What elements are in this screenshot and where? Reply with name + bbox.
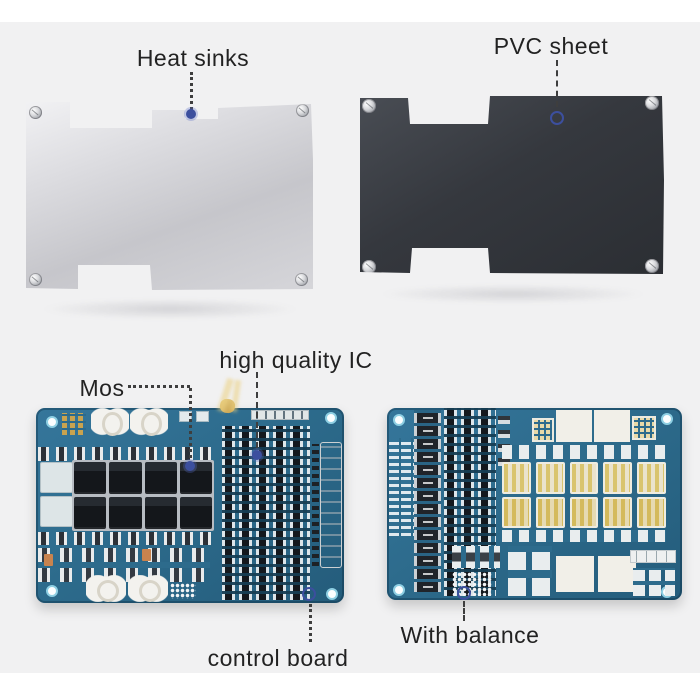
balance-pack-cell bbox=[569, 496, 599, 528]
flower-pad bbox=[556, 410, 592, 442]
orange-chip bbox=[44, 554, 53, 566]
pad-row-top bbox=[502, 445, 666, 459]
callout-line-with-balance bbox=[463, 601, 465, 621]
screw-icon bbox=[362, 260, 376, 274]
mounting-hole bbox=[326, 588, 338, 600]
mosfet-chip bbox=[74, 462, 107, 494]
balance-pack-cell bbox=[535, 462, 565, 494]
mounting-hole bbox=[661, 413, 673, 425]
balance-pack-cell bbox=[603, 496, 633, 528]
callout-line-mos-horizontal bbox=[128, 385, 190, 388]
orange-chip bbox=[142, 549, 151, 561]
screw-icon bbox=[29, 273, 42, 286]
mosfet-chip bbox=[144, 497, 177, 529]
screw-icon bbox=[645, 96, 659, 110]
marking-strip bbox=[251, 410, 309, 420]
screw-icon bbox=[296, 104, 309, 117]
balance-pack bbox=[502, 462, 531, 528]
screw-icon bbox=[29, 106, 42, 119]
callout-dot-with-balance bbox=[457, 586, 471, 600]
ic-bank bbox=[222, 426, 310, 600]
pad-square bbox=[196, 411, 209, 422]
label-high-quality-ic: high quality IC bbox=[219, 347, 373, 373]
mosfet-chip bbox=[179, 497, 212, 529]
solder-pad-large bbox=[130, 406, 168, 437]
screw-icon bbox=[645, 259, 659, 273]
label-control-board: control board bbox=[207, 645, 349, 671]
heat-sink-plate bbox=[26, 102, 313, 290]
callout-dot-high-quality-ic bbox=[252, 450, 262, 460]
label-heat-sinks: Heat sinks bbox=[136, 45, 250, 71]
pin-row bbox=[312, 444, 319, 566]
mosfet-chip bbox=[144, 462, 177, 494]
balance-pack bbox=[603, 462, 633, 528]
mosfet-grid bbox=[72, 460, 214, 531]
balance-pack-cell bbox=[637, 496, 666, 528]
pad-grid-left bbox=[532, 418, 554, 442]
solder-pad-large bbox=[91, 406, 129, 437]
resistor-column bbox=[414, 410, 441, 592]
balance-pack-cell bbox=[502, 496, 531, 528]
silkscreen-labels bbox=[389, 438, 415, 536]
mosfet-chip bbox=[109, 497, 142, 529]
flower-pad bbox=[556, 556, 594, 592]
mounting-hole bbox=[393, 584, 405, 596]
pvc-sheet-shadow bbox=[368, 284, 658, 304]
label-with-balance: With balance bbox=[400, 622, 540, 648]
callout-line-heat-sinks bbox=[190, 72, 193, 110]
mosfet-chip bbox=[74, 497, 107, 529]
mounting-hole bbox=[393, 414, 405, 426]
screw-icon bbox=[295, 273, 308, 286]
label-mos: Mos bbox=[79, 375, 125, 401]
balance-pack-cell bbox=[502, 462, 531, 494]
mounting-hole bbox=[325, 412, 337, 424]
bottom-white-band bbox=[0, 673, 700, 700]
callout-line-control-board bbox=[309, 604, 312, 642]
callout-dot-control-board bbox=[302, 587, 316, 601]
callout-line-high-quality-ic bbox=[256, 372, 258, 448]
balance-pack bbox=[637, 462, 666, 528]
balance-board bbox=[387, 408, 682, 600]
mounting-hole bbox=[46, 585, 58, 597]
mounting-hole bbox=[46, 416, 58, 428]
balance-connector bbox=[320, 442, 342, 568]
flower-pad bbox=[598, 556, 636, 592]
component-pairs bbox=[452, 546, 500, 568]
balance-pack-cell bbox=[535, 496, 565, 528]
solder-pad-bottom bbox=[86, 575, 126, 603]
top-white-band bbox=[0, 0, 700, 22]
balance-pack-cell bbox=[603, 462, 633, 494]
callout-dot-heat-sinks bbox=[186, 109, 196, 119]
left-pad bbox=[40, 462, 73, 493]
component-row-bottom bbox=[38, 532, 218, 545]
callout-line-pvc-sheet bbox=[556, 60, 558, 107]
gold-pad-grid bbox=[62, 413, 86, 435]
component-row-top bbox=[38, 447, 218, 461]
via-grid bbox=[170, 583, 196, 599]
balance-pack bbox=[535, 462, 565, 528]
balance-pack-group bbox=[502, 462, 666, 528]
balance-pack bbox=[569, 462, 599, 528]
pad-row-bottom bbox=[502, 530, 666, 542]
heat-sink-shadow bbox=[30, 298, 310, 320]
balance-pack-cell bbox=[637, 462, 666, 494]
label-pvc-sheet: PVC sheet bbox=[493, 33, 609, 59]
flower-pad bbox=[594, 410, 630, 442]
mosfet-chip bbox=[109, 462, 142, 494]
pad-grid-right bbox=[632, 416, 656, 440]
balance-pack-cell bbox=[569, 462, 599, 494]
pad-grid-bottom bbox=[633, 568, 675, 596]
pvc-sheet-plate bbox=[360, 96, 664, 274]
left-pad bbox=[40, 496, 73, 527]
callout-dot-pvc-sheet bbox=[550, 111, 564, 125]
solder-pad-bottom bbox=[128, 575, 168, 603]
screw-icon bbox=[362, 99, 376, 113]
callout-line-mos-vertical bbox=[189, 388, 192, 458]
marking-label bbox=[630, 550, 676, 563]
component-block bbox=[508, 546, 552, 596]
callout-dot-mos bbox=[185, 461, 195, 471]
